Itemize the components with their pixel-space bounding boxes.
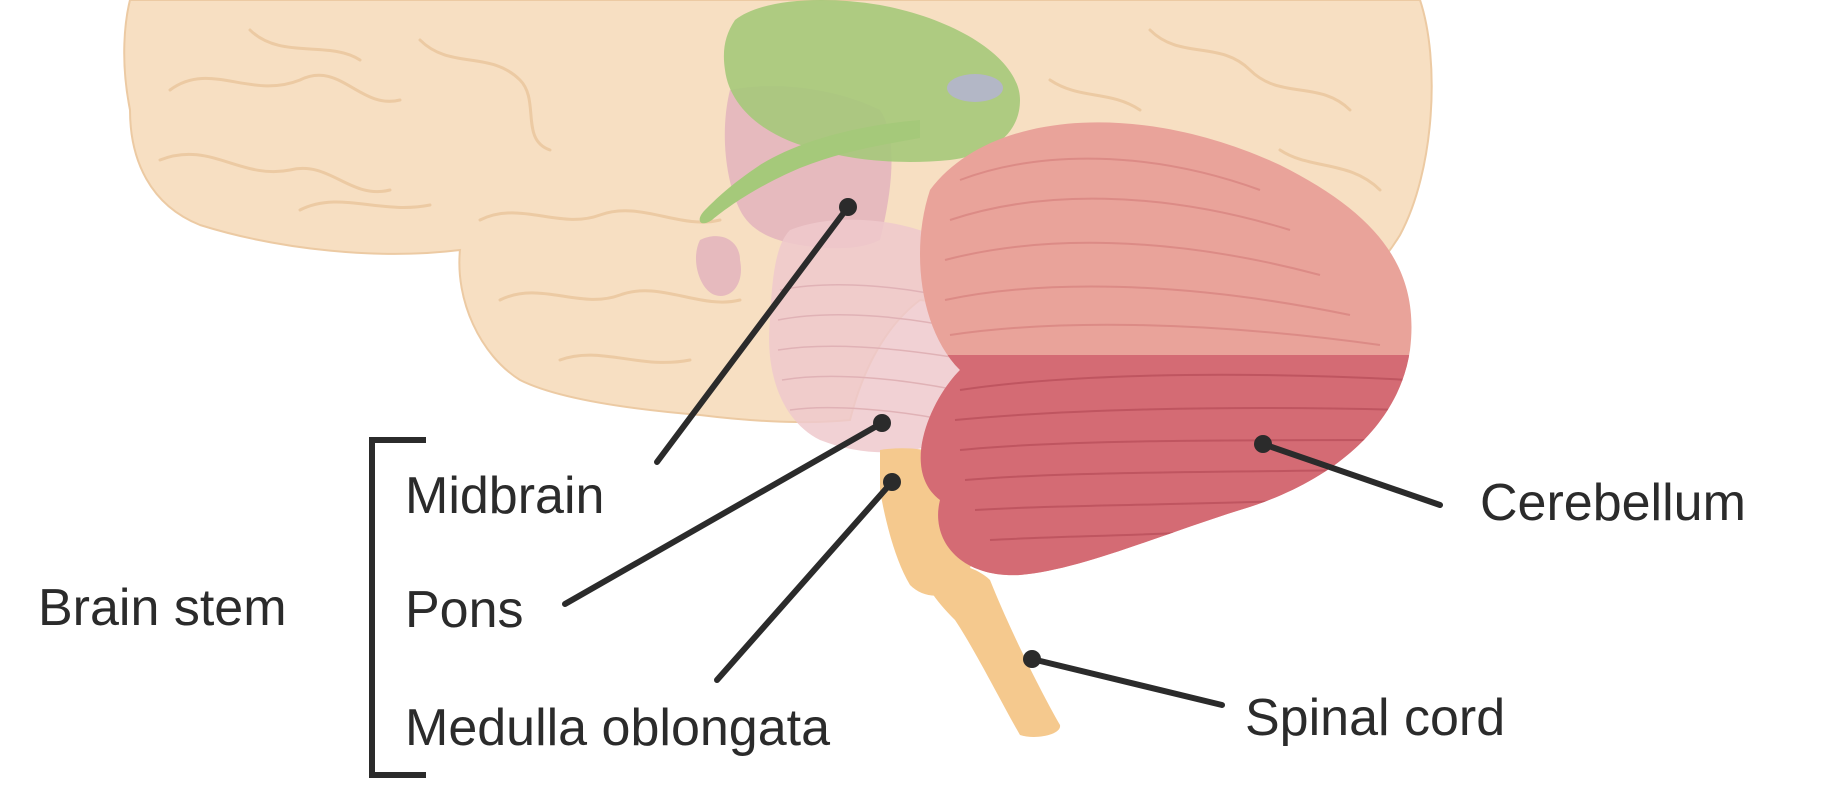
spinal-cord-label: Spinal cord [1245,689,1506,747]
pons-dot [873,414,891,432]
pons-label: Pons [405,581,524,639]
spinal-cord-shape [920,560,1061,737]
medulla-leader-line [714,479,895,683]
cerebellum-structure [920,122,1412,576]
leader-dots [839,198,1272,668]
fornix-shape [699,120,920,224]
cerebellum-folia [944,157,1411,541]
brain-stem-label: Brain stem [38,579,287,637]
thalamus-shape [723,0,1020,162]
pons-leader-line [562,420,885,607]
cerebellum-lower-lobe [920,355,1412,576]
pineal-shape [947,74,1003,102]
brain-stem-bracket [369,437,426,778]
medulla-dot [883,473,901,491]
cerebellum-leader-line [1260,441,1443,508]
midbrain-dot [839,198,857,216]
spinal-cord-dot [1023,650,1041,668]
spinal-cord-leader-line [1029,656,1225,708]
midbrain-leader-line [654,204,851,465]
hypothalamus-shape [695,236,741,296]
leader-lines [562,204,1443,708]
diencephalon [699,0,1020,224]
cerebellum-label: Cerebellum [1480,474,1746,532]
cerebellum-dot [1254,435,1272,453]
medulla-oblongata-label: Medulla oblongata [405,699,830,757]
midbrain-label: Midbrain [405,467,605,525]
spinal-cord-structure [920,560,1061,737]
